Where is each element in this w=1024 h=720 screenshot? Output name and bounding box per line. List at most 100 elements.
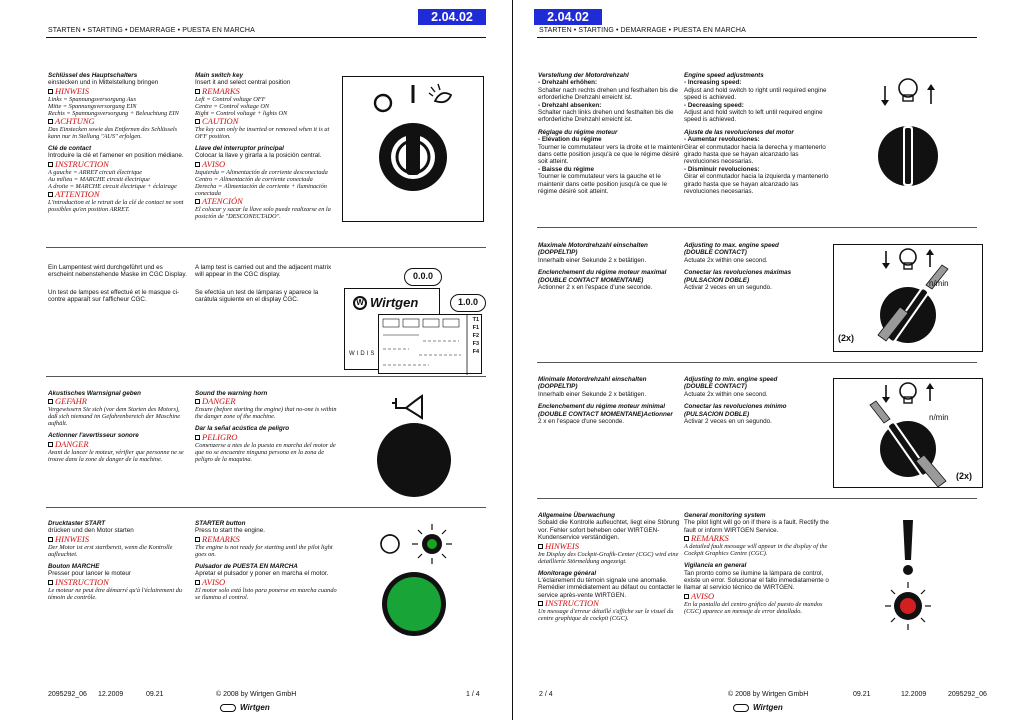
body-text: Tan pronto como se ilumine la lámpara de… [684,569,829,592]
version-badge-1: 0.0.0 [404,268,442,286]
brand-text: Wirtgen [370,295,419,310]
body-text: Actionner 2 x en l'espace d'une seconde. [538,284,653,292]
note-text: El motor solo está listo para ponerse en… [195,586,337,601]
note-text: Izquierda = Alimentación de corriente de… [195,168,328,176]
body-text: drücken und den Motor starten [48,527,134,535]
page-number-badge: 2.04.02 [418,9,486,25]
note-checkbox-icon [48,536,53,542]
function-key: F3 [472,341,479,347]
body-text: Girar el conmutador hacia la izquierda y… [684,173,829,196]
separator [537,362,977,363]
note-checkbox-icon [195,536,200,542]
footer-page: 1 / 4 [466,691,480,698]
nmin-label: n/min [929,413,949,422]
section-heading: Main switch key [195,72,243,79]
note-text: Centre = Control voltage ON [195,102,270,110]
section-heading: Clé de contact [48,144,92,152]
sub-heading: - Drehzahl absenken: [538,101,602,109]
body-text: The pilot light will go on if there is a… [684,519,829,534]
note-checkbox-icon [195,399,200,405]
note-label: ACHTUNG [55,115,95,126]
note-label: ATENCIÓN [202,195,243,206]
note-label: DANGER [55,438,89,449]
section-heading: (DOPPELTIP) [538,249,578,257]
note-heading: ACHTUNG [48,115,190,126]
section-2-col-1: Ein Lampentest wird durchgeführt und es … [48,264,190,304]
note-text: Rechts = Spannungsversorgung + Beleuchtu… [48,109,179,117]
section-heading: Verstellung der Motordrehzahl [538,72,629,79]
note-heading: ATENCIÓN [195,195,337,206]
section-heading: Réglage du régime moteur [538,128,618,136]
section-heading: Minimale Motordrehzahl einschalten [538,376,647,383]
note-label: DANGER [202,396,236,407]
running-head: STARTEN • STARTING • DEMARRAGE • PUESTA … [48,27,255,34]
note-text: A detailed fault message will appear in … [684,543,828,558]
note-text: Comenzerse a ntes de la puesta en marcha… [195,441,336,463]
note-checkbox-icon [195,434,200,440]
note-heading: DANGER [195,397,337,406]
note-checkbox-icon [48,579,53,585]
body-text: Insert it and select central position [195,79,291,87]
page-left: 2.04.02 STARTEN • STARTING • DEMARRAGE •… [46,9,486,712]
body-text: einstecken und in Mittelstellung bringen [48,79,159,87]
footer-logo: Wirtgen [220,703,270,712]
note-checkbox-icon [48,118,53,124]
section-heading: Engine speed adjustments [684,72,764,79]
body-text: Press to start the engine. [195,527,266,535]
note-label: HINWEIS [545,540,579,551]
section-heading: Pulsador de PUESTA EN MARCHA [195,562,298,570]
note-text: L'introduction et le retrait de la clé d… [48,198,184,213]
note-checkbox-icon [48,191,53,197]
body-text: L'éclairement du témoin signale une anom… [538,577,682,599]
section-heading: (PULSACION DOBLE) [684,410,750,418]
wirtgen-logo: W Wirtgen [353,295,418,310]
sub-heading: - Drehzahl erhöhen: [538,79,598,87]
sub-heading: - Disminuir revoluciones: [684,165,760,173]
section-heading: (DOUBLE CONTACT) [684,383,747,391]
section-heading: Dar la señal acústica de peligro [195,425,290,433]
note-heading: DANGER [48,438,190,449]
body-text: Tourner le commutateur vers la droite et… [538,143,684,166]
note-checkbox-icon [48,441,53,447]
min-speed-figure: n/min (2x) [833,378,983,488]
sub-heading: - Baisse du régime [538,165,594,173]
running-head: STARTEN • STARTING • DEMARRAGE • PUESTA … [539,27,746,34]
body-text: Actuate 2x within one second. [684,256,768,264]
note-text: Das Einstecken sowie das Entfernen des S… [48,125,178,140]
footer-code: 2095292_06 [948,691,987,698]
cgc-matrix-screen: T1 F1 F2 F3 F4 [378,314,482,375]
note-label: GEFAHR [55,396,87,407]
note-text: Ensure (before starting the engine) that… [195,406,337,421]
body-text: Tourner le commutateur vers la gauche et… [538,173,667,196]
cgc-display-figure: W Wirtgen WIDIS 0.0.0 1.0.0 T1 F1 [344,268,486,378]
note-label: CAUTION [202,115,239,126]
note-text: Un message d'erreur détaillé s'affiche s… [538,608,674,623]
note-label: REMARKS [202,533,240,544]
horn-button-icon [377,394,451,497]
body-text: A lamp test is carried out and the adjac… [195,264,332,279]
note-text: The engine is not ready for starting unt… [195,543,333,558]
section-1-col-2: Engine speed adjustments- Increasing spe… [684,72,830,196]
sub-heading: - Increasing speed: [684,79,742,87]
body-text: Adjust and hold switch to right until re… [684,86,827,102]
section-heading: Enclenchement du régime moteur maximal [538,269,667,277]
note-checkbox-icon [684,536,689,542]
note-heading: AVISO [195,577,337,587]
ring-logo-icon [220,703,236,712]
note-heading: ATTENTION [48,189,190,199]
sub-heading: - Elévation du régime [538,136,602,144]
section-heading: Drucktaster START [48,520,106,527]
note-text: A droite = MARCHE circuit électrique + é… [48,182,177,190]
note-text: El colocar y sacar la llave solo puede r… [195,205,331,220]
note-label: HINWEIS [55,85,89,96]
note-text: A gauche = ARRET circuit électrique [48,168,143,176]
main-switch-figure [342,76,484,222]
section-heading: Adjusting to max. engine speed [684,242,779,249]
separator [46,507,486,508]
body-text: Colocar la llave y girarla a la posición… [195,152,322,160]
body-text: Schalter nach links drehen und festhalte… [538,109,674,124]
